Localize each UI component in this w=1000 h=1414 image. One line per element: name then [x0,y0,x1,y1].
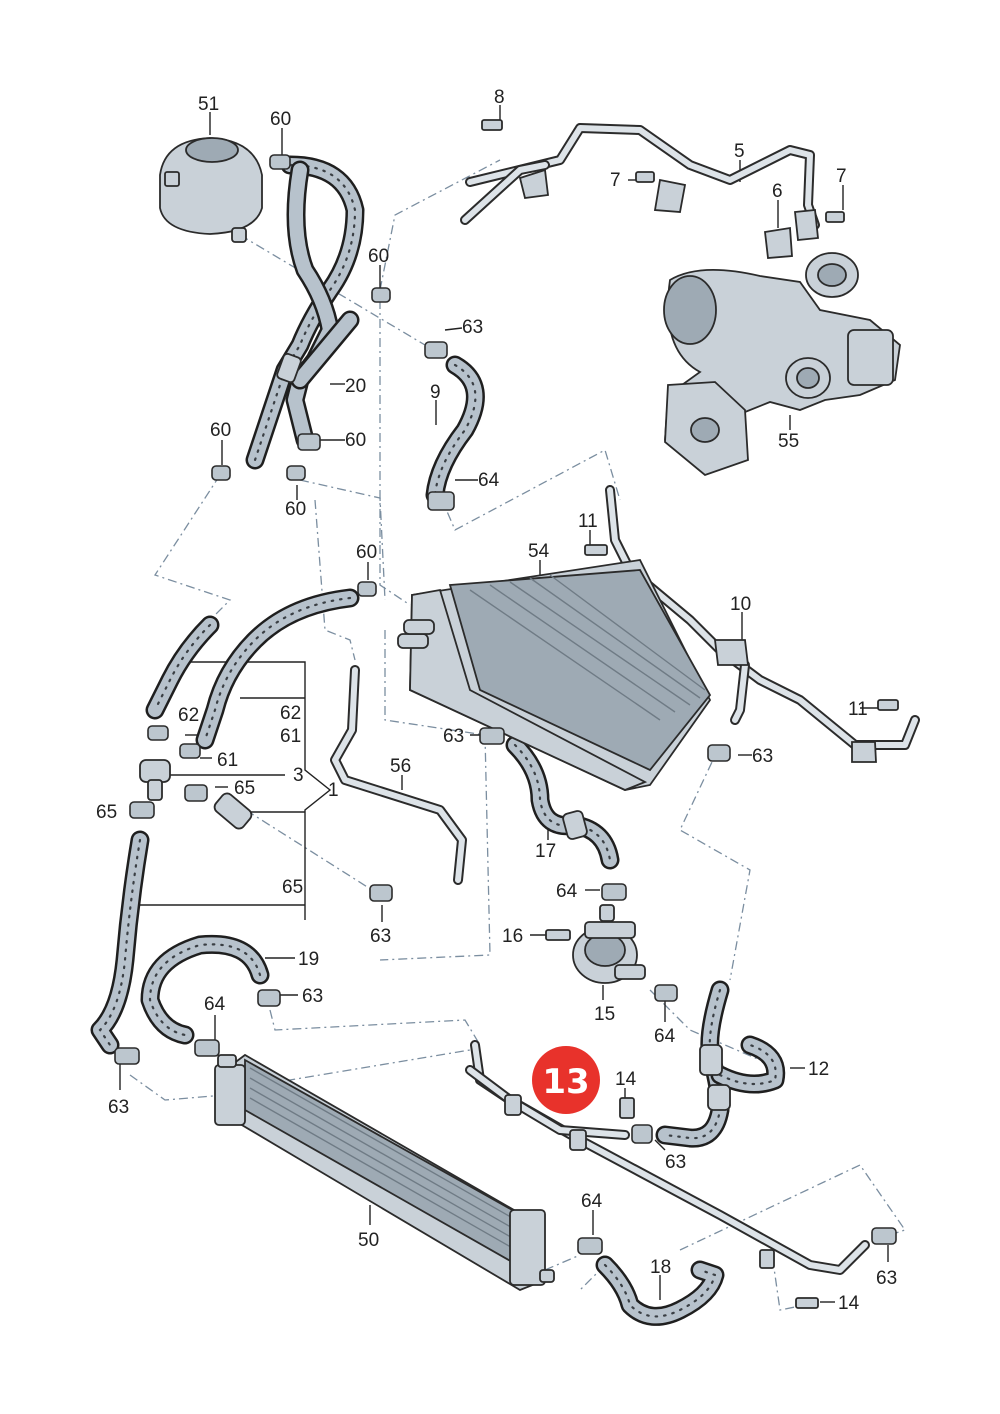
callout-label: 55 [778,431,799,452]
callout-label: 65 [282,877,303,898]
callout-label: 62 [280,703,301,724]
callout-label: 50 [358,1230,379,1251]
callout-label: 63 [462,317,483,338]
callout-label: 5 [734,141,745,162]
radiator-50 [214,1053,555,1292]
auxiliary-pump-15 [572,904,646,984]
callout-label: 61 [280,726,301,747]
callout-labels: 51 60 8 5 7 7 6 60 63 20 9 60 60 55 60 6… [96,87,897,1314]
callout-label: 64 [556,881,578,902]
callout-label: 51 [198,94,219,115]
callout-label: 60 [210,420,231,441]
callout-label: 63 [876,1268,897,1289]
callout-label: 60 [345,430,366,451]
callout-label: 18 [650,1257,671,1278]
hose-clamps [114,154,897,1255]
callout-label: 17 [535,841,556,862]
callout-label: 16 [502,926,523,947]
callout-label: 63 [665,1152,686,1173]
callout-label: 11 [578,511,598,532]
callout-label: 63 [302,986,323,1007]
callout-label: 64 [581,1191,603,1212]
callout-label: 15 [594,1004,615,1025]
callout-label: 11 [848,699,868,720]
highlight-marker[interactable] [532,1046,600,1114]
callout-label: 63 [443,726,464,747]
highlight-callout-13[interactable]: 13 [532,1046,600,1114]
heat-exchanger-54 [397,559,712,791]
bolts [481,119,899,1309]
callout-label: 62 [178,705,199,726]
callout-label: 14 [838,1293,860,1314]
callout-label: 60 [356,542,377,563]
callout-label: 63 [108,1097,129,1118]
callout-label: 61 [217,750,238,771]
callout-label: 3 [293,765,304,786]
callout-label: 7 [610,170,621,191]
hoses [90,155,786,1326]
callout-label: 6 [772,181,783,202]
pipe-5 [460,123,820,259]
callout-label: 64 [654,1026,676,1047]
callout-label: 10 [730,594,751,615]
callout-label: 60 [270,109,291,130]
highlight-label[interactable]: 13 [542,1062,589,1102]
callout-label: 7 [836,166,847,187]
callout-label: 54 [528,541,550,562]
callout-label: 20 [345,376,366,397]
pipes-lower [330,485,920,1275]
callout-label: 8 [494,87,505,108]
expansion-tank [159,137,263,243]
callout-label: 12 [808,1059,829,1080]
callout-label: 14 [615,1069,637,1090]
callout-label: 63 [370,926,391,947]
connectors [139,352,731,1111]
callout-label: 64 [478,470,500,491]
callout-label: 65 [96,802,117,823]
callout-label: 64 [204,994,226,1015]
callout-label: 65 [234,778,255,799]
turbocharger [663,252,901,477]
callout-label: 60 [368,246,389,267]
callout-label: 56 [390,756,411,777]
callout-label: 1 [328,780,339,801]
callout-label: 19 [298,949,319,970]
callout-label: 9 [430,382,441,403]
callout-label: 60 [285,499,306,520]
callout-label: 63 [752,746,773,767]
